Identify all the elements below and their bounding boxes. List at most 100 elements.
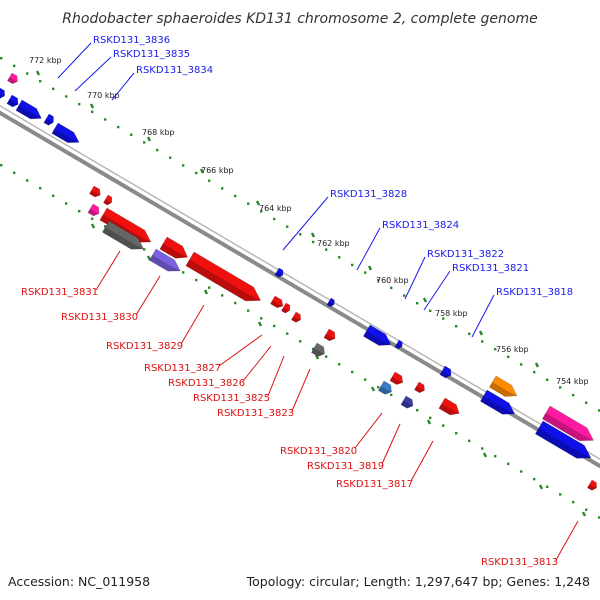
gene-arrow[interactable]	[6, 94, 21, 109]
tick-dot	[52, 194, 55, 198]
tick-dot	[247, 309, 250, 312]
tick-dot	[39, 186, 42, 190]
gene-arrow[interactable]	[159, 236, 191, 263]
tick-dot	[104, 118, 107, 121]
gene-arrow[interactable]	[148, 248, 183, 276]
gene-arrow[interactable]	[438, 397, 462, 418]
tick-dot	[416, 302, 419, 305]
leader-line	[404, 256, 426, 300]
gene-label-minus[interactable]: RSKD131_3827	[144, 363, 221, 374]
gene-arrow[interactable]	[270, 295, 285, 310]
gene-arrow[interactable]	[394, 339, 404, 350]
tick-dot	[364, 271, 367, 274]
gene-arrow[interactable]	[51, 122, 82, 148]
major-tick	[146, 255, 152, 261]
tick-dot	[377, 386, 380, 389]
gene-arrow[interactable]	[101, 220, 147, 255]
tick-dot	[481, 340, 484, 343]
gene-arrow[interactable]	[7, 72, 19, 85]
gene-label-plus[interactable]: RSKD131_3836	[93, 35, 170, 46]
tick-dot	[598, 516, 600, 519]
tick-dot	[559, 386, 562, 389]
tick-dot	[377, 279, 380, 282]
leader-line	[356, 227, 381, 271]
gene-arrow[interactable]	[534, 420, 594, 464]
tick-dot	[494, 454, 497, 458]
tick-dot	[572, 500, 575, 504]
gene-arrow[interactable]	[185, 251, 265, 307]
gene-arrow[interactable]	[87, 203, 102, 218]
tick-dot	[494, 347, 497, 351]
tick-dot	[468, 332, 471, 336]
leader-line	[410, 440, 434, 482]
gene-label-minus[interactable]: RSKD131_3826	[168, 378, 245, 389]
gene-label-minus[interactable]: RSKD131_3829	[106, 341, 183, 352]
tick-dot	[533, 370, 536, 374]
gene-arrow[interactable]	[323, 328, 338, 343]
gene-arrow[interactable]	[89, 185, 102, 199]
tick-dot	[325, 248, 328, 251]
tick-dot	[481, 447, 484, 450]
gene-label-plus[interactable]: RSKD131_3818	[496, 287, 573, 298]
major-tick	[581, 511, 587, 517]
gene-arrow[interactable]	[389, 371, 405, 387]
gene-label-minus[interactable]: RSKD131_3823	[217, 408, 294, 419]
gene-label-minus[interactable]: RSKD131_3819	[307, 461, 384, 472]
gene-arrow[interactable]	[291, 311, 302, 324]
tick-dot	[585, 508, 588, 511]
tick-dot	[364, 378, 367, 381]
tick-dot	[208, 286, 211, 289]
gene-arrow[interactable]	[541, 405, 597, 447]
gene-arrow[interactable]	[274, 267, 285, 278]
gene-label-plus[interactable]: RSKD131_3824	[382, 220, 459, 231]
gene-arrow[interactable]	[400, 395, 416, 410]
gene-label-plus[interactable]: RSKD131_3821	[452, 263, 529, 274]
gene-arrow[interactable]	[587, 479, 598, 492]
tick-dot	[52, 87, 55, 91]
tick-dot	[273, 324, 276, 328]
major-tick	[370, 386, 376, 392]
gene-label-minus[interactable]: RSKD131_3817	[336, 479, 413, 490]
tick-dot	[442, 424, 445, 427]
tick-dot	[312, 347, 315, 351]
tick-dot	[403, 294, 406, 297]
gene-label-minus[interactable]: RSKD131_3830	[61, 312, 138, 323]
major-tick	[90, 223, 96, 229]
gene-label-plus[interactable]: RSKD131_3834	[136, 65, 213, 76]
gene-arrow[interactable]	[362, 324, 394, 350]
gene-label-minus[interactable]: RSKD131_3831	[21, 287, 98, 298]
tick-dot	[546, 485, 549, 488]
gene-label-minus[interactable]: RSKD131_3813	[481, 557, 558, 568]
tick-dot	[208, 179, 211, 182]
tick-dot	[26, 179, 29, 182]
gene-label-plus[interactable]: RSKD131_3822	[427, 249, 504, 260]
gene-arrow[interactable]	[99, 207, 154, 248]
genome-stats-text: Topology: circular; Length: 1,297,647 bp…	[246, 574, 590, 589]
tick-dot	[78, 209, 81, 213]
gene-label-plus[interactable]: RSKD131_3835	[113, 49, 190, 60]
gene-arrow[interactable]	[378, 380, 394, 397]
tick-dot	[325, 355, 328, 358]
tick-dot	[0, 164, 3, 167]
gene-arrow[interactable]	[479, 389, 518, 419]
gene-arrow[interactable]	[311, 342, 327, 359]
gene-arrow[interactable]	[43, 113, 56, 127]
gene-arrow[interactable]	[488, 375, 520, 401]
gene-label-plus[interactable]: RSKD131_3828	[330, 189, 407, 200]
gene-arrow[interactable]	[414, 381, 426, 394]
gene-arrow[interactable]	[0, 87, 7, 100]
gene-arrow[interactable]	[15, 99, 44, 124]
gene-arrow[interactable]	[281, 302, 292, 314]
gene-arrow[interactable]	[103, 194, 114, 206]
gene-arrow[interactable]	[439, 365, 454, 380]
map-title: Rhodobacter sphaeroides KD131 chromosome…	[62, 11, 537, 27]
leader-line	[423, 270, 451, 311]
scale-label: 772 kbp	[29, 56, 62, 65]
tick-dot	[351, 263, 354, 267]
gene-label-minus[interactable]: RSKD131_3825	[193, 393, 270, 404]
gene-label-minus[interactable]: RSKD131_3820	[280, 446, 357, 457]
tick-dot	[429, 309, 432, 313]
gene-arrow[interactable]	[326, 297, 336, 308]
